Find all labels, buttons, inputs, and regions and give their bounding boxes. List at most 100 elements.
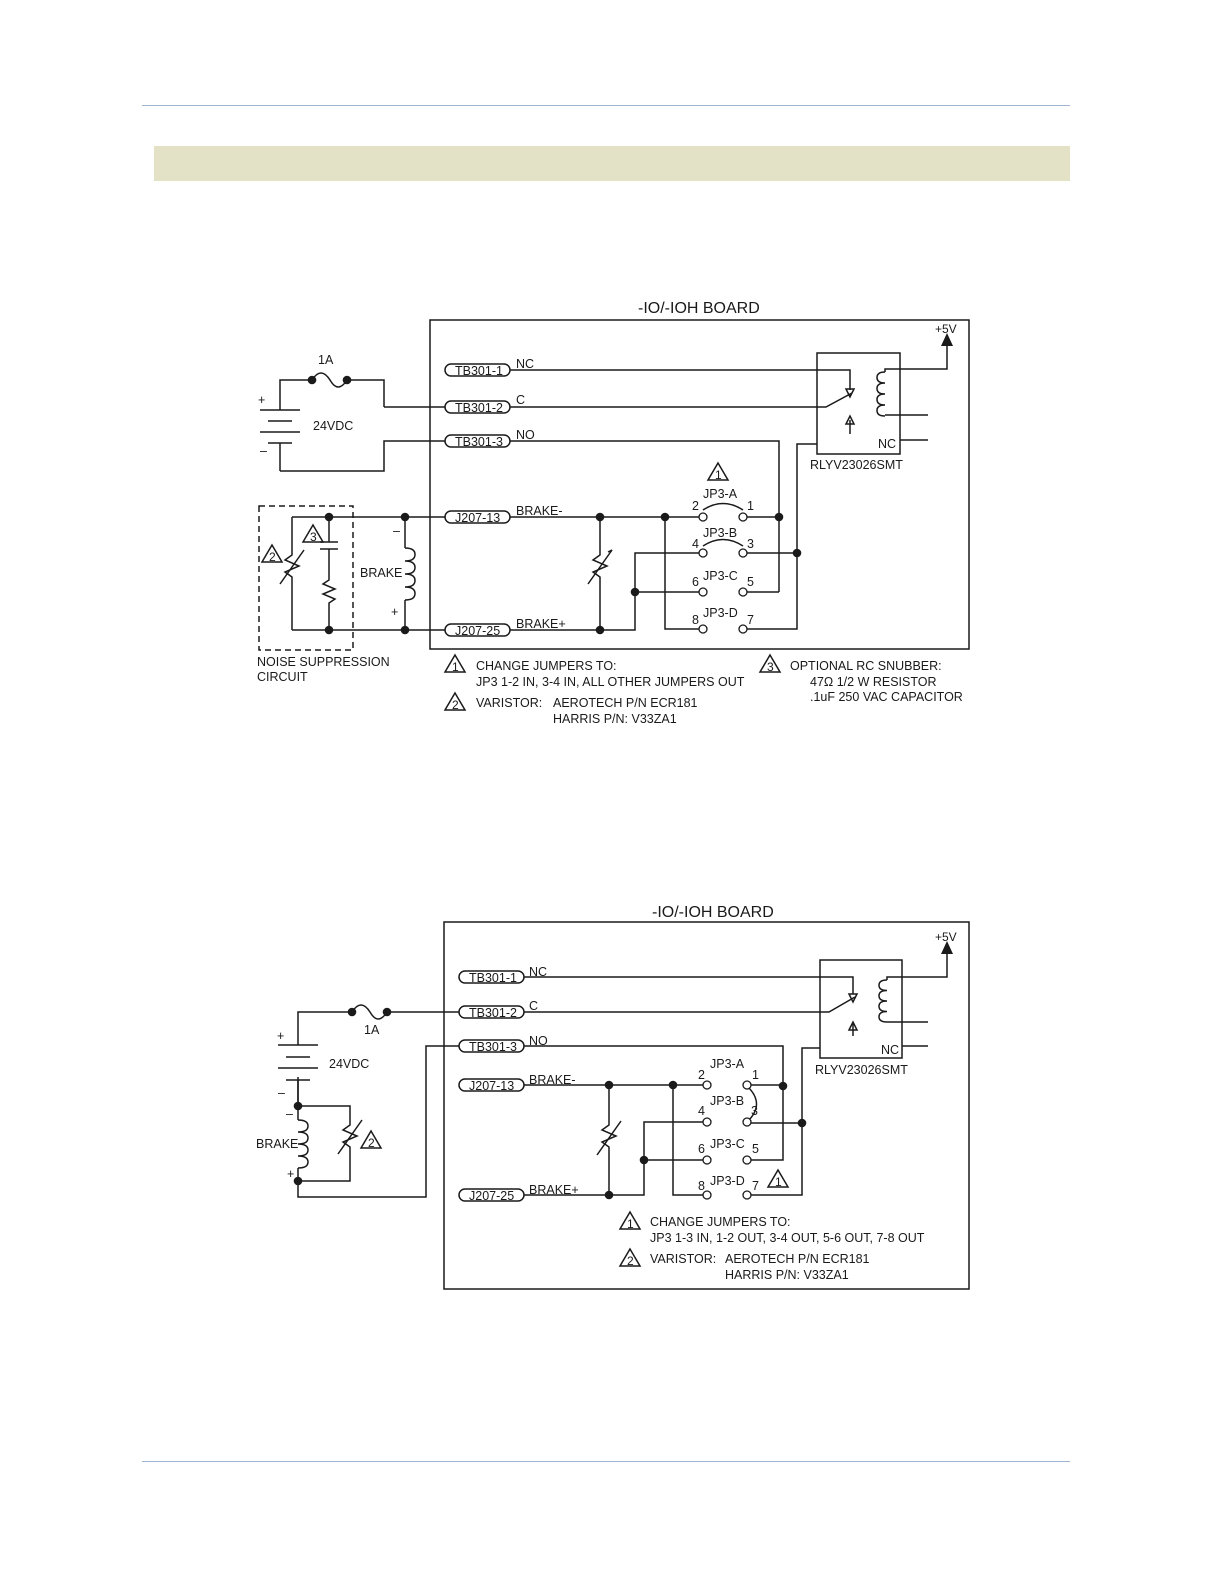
supply-label: 24VDC xyxy=(313,419,353,433)
battery-plus-label: + xyxy=(258,393,265,407)
note-triangle-number: 1 xyxy=(627,1217,634,1231)
note2-text: VARISTOR: xyxy=(650,1252,716,1266)
note-triangle-number: 1 xyxy=(715,468,722,482)
c-label: C xyxy=(516,393,525,407)
jumper-pin xyxy=(738,548,748,558)
connector-terminal xyxy=(458,970,525,984)
connector-label: J207-13 xyxy=(455,511,500,525)
note-triangle xyxy=(260,543,284,563)
note-triangle xyxy=(758,653,782,673)
relay-nc-label: NC xyxy=(878,437,896,451)
brake-minus-sign: – xyxy=(393,524,400,538)
connector-label: TB301-1 xyxy=(469,971,517,985)
board-title: -IO/-IOH BOARD xyxy=(652,904,774,921)
note-triangle-number: 2 xyxy=(452,698,459,712)
pin-number: 6 xyxy=(692,575,699,589)
connector-label: TB301-1 xyxy=(455,364,503,378)
brake-plus-sign: + xyxy=(391,605,398,619)
pin-number: 3 xyxy=(747,537,754,551)
junction-dot xyxy=(293,1101,303,1111)
note-triangle-number: 1 xyxy=(775,1175,782,1189)
connector-terminal xyxy=(444,434,511,448)
connector-label: TB301-3 xyxy=(455,435,503,449)
pin-number: 4 xyxy=(692,537,699,551)
junction-dot xyxy=(293,1176,303,1186)
relay-label: RLYV23026SMT xyxy=(815,1063,908,1077)
connector-label: TB301-2 xyxy=(469,1006,517,1020)
no-label: NO xyxy=(529,1034,548,1048)
jumper-pin xyxy=(742,1117,752,1127)
battery-plus-label: + xyxy=(277,1029,284,1043)
note-triangle-number: 2 xyxy=(368,1136,375,1150)
connector-terminal xyxy=(444,400,511,414)
junction-dot xyxy=(660,512,670,522)
note-triangle xyxy=(618,1247,642,1267)
note1-text: CHANGE JUMPERS TO: xyxy=(650,1215,791,1229)
note2-text: HARRIS P/N: V33ZA1 xyxy=(553,712,677,726)
junction-dot xyxy=(668,1080,678,1090)
pin-number: 7 xyxy=(747,613,754,627)
note2-text: AEROTECH P/N ECR181 xyxy=(553,696,698,710)
jumper-pin xyxy=(698,587,708,597)
jumper-label: JP3-C xyxy=(703,569,738,583)
plus5v-arrow xyxy=(941,941,953,954)
note-triangle-number: 3 xyxy=(310,530,317,544)
jumper-pin xyxy=(702,1117,712,1127)
connector-label: TB301-3 xyxy=(469,1040,517,1054)
connector-terminal xyxy=(458,1188,525,1202)
note-triangle-number: 2 xyxy=(627,1254,634,1268)
connector-label: J207-25 xyxy=(469,1189,514,1203)
junction-dot xyxy=(595,512,605,522)
pin-number: 1 xyxy=(752,1068,759,1082)
fuse-label: 1A xyxy=(318,353,334,367)
no-label: NO xyxy=(516,428,535,442)
jumper-pin xyxy=(742,1190,752,1200)
relay-nc-label: NC xyxy=(881,1043,899,1057)
jumper-pin xyxy=(698,624,708,634)
note-triangle xyxy=(443,653,467,673)
junction-dot xyxy=(604,1190,614,1200)
jumper-pin xyxy=(738,512,748,522)
board-outline xyxy=(429,319,970,650)
noise-label: NOISE SUPPRESSION xyxy=(257,655,390,669)
note-triangle xyxy=(706,461,730,481)
brake-minus-label: BRAKE- xyxy=(529,1073,576,1087)
battery-symbol xyxy=(278,1044,318,1106)
junction-dot xyxy=(595,625,605,635)
brake-plus-label: BRAKE+ xyxy=(516,617,566,631)
note-triangle xyxy=(618,1210,642,1230)
jumper-pin xyxy=(702,1155,712,1165)
junction-dot xyxy=(639,1155,649,1165)
connector-terminal xyxy=(444,510,511,524)
note-triangle xyxy=(359,1129,383,1149)
junction-dot xyxy=(324,625,334,635)
brake-plus-sign: + xyxy=(287,1167,294,1181)
relay-box xyxy=(816,352,901,455)
note2-text: VARISTOR: xyxy=(476,696,542,710)
note1-text: JP3 1-2 IN, 3-4 IN, ALL OTHER JUMPERS OU… xyxy=(476,675,745,689)
brake-coil-symbol xyxy=(404,547,416,601)
brake-minus-label: BRAKE- xyxy=(516,504,563,518)
junction-dot xyxy=(347,1007,357,1017)
fuse-label: 1A xyxy=(364,1023,380,1037)
note2-text: HARRIS P/N: V33ZA1 xyxy=(725,1268,849,1282)
pin-number: 7 xyxy=(752,1179,759,1193)
jumper-label: JP3-D xyxy=(710,1174,745,1188)
jumper-label: JP3-A xyxy=(703,487,738,501)
connector-terminal xyxy=(444,363,511,377)
note2-text: AEROTECH P/N ECR181 xyxy=(725,1252,870,1266)
junction-dot xyxy=(778,1081,788,1091)
note-triangle xyxy=(766,1168,790,1188)
relay-coil-symbol xyxy=(876,371,886,417)
pin-number: 5 xyxy=(747,575,754,589)
jumper-pin xyxy=(702,1080,712,1090)
junction-dot xyxy=(630,587,640,597)
jumper-pin xyxy=(742,1155,752,1165)
fuse-symbol xyxy=(311,372,348,388)
jumper-pin xyxy=(742,1080,752,1090)
c-label: C xyxy=(529,999,538,1013)
brake-label: BRAKE xyxy=(360,566,402,580)
jumper-label: JP3-B xyxy=(710,1094,744,1108)
